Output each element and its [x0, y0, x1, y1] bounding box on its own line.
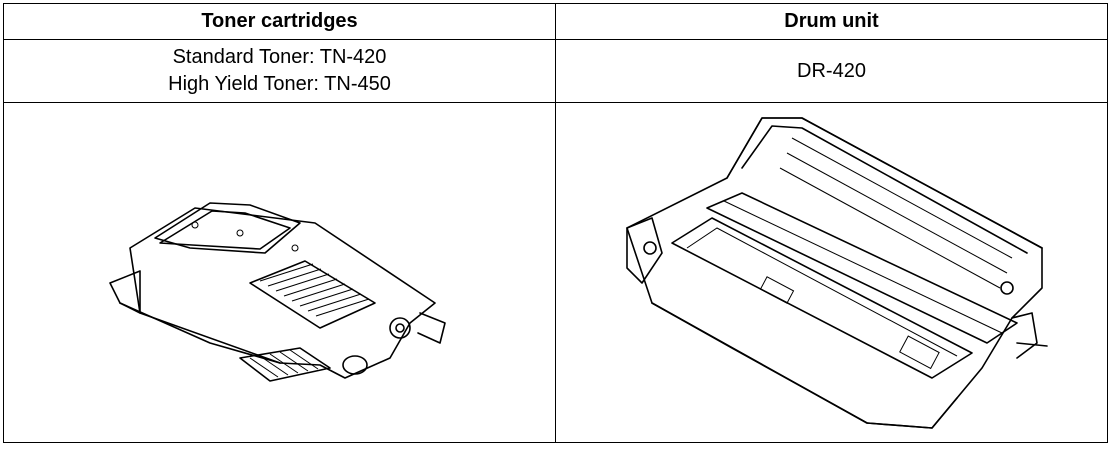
model-row: Standard Toner: TN-420 High Yield Toner:…: [3, 39, 1108, 103]
header-row: Toner cartridges Drum unit: [3, 3, 1108, 40]
drum-model-label: DR-420: [797, 59, 866, 82]
toner-models-cell: Standard Toner: TN-420 High Yield Toner:…: [3, 39, 556, 103]
drum-header: Drum unit: [555, 3, 1108, 40]
toner-header: Toner cartridges: [3, 3, 556, 40]
toner-illustration-cell: [3, 102, 556, 443]
drum-model-cell: DR-420: [555, 39, 1108, 103]
standard-toner-label: Standard Toner: TN-420: [172, 46, 387, 68]
drum-illustration-cell: [555, 102, 1108, 443]
illustration-row: [3, 102, 1108, 443]
toner-cartridge-illustration: [108, 201, 446, 382]
supplies-table: Toner cartridges Drum unit Standard Tone…: [3, 3, 1108, 443]
drum-unit-illustration: [625, 116, 1048, 429]
high-yield-toner-label: High Yield Toner: TN-450: [168, 73, 391, 95]
